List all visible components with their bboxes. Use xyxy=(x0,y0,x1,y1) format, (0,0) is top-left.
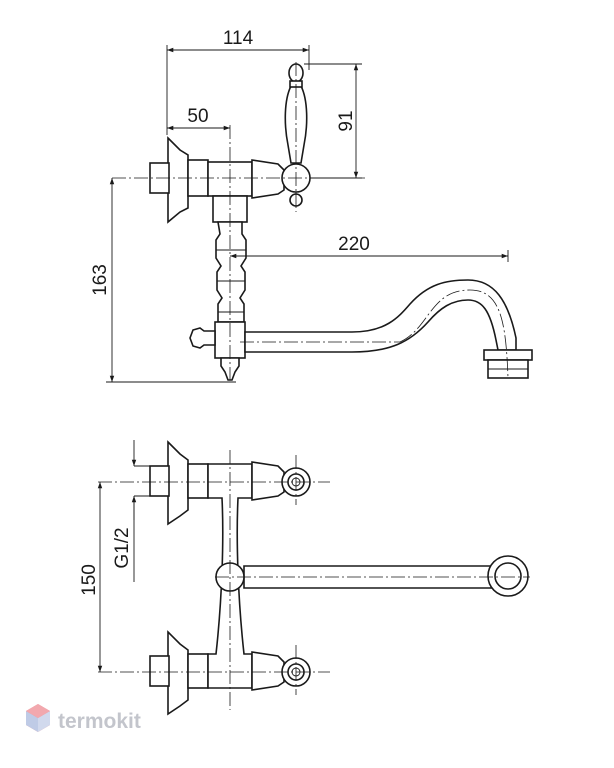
spout-pipe xyxy=(244,279,517,353)
dimension-150: 150 xyxy=(79,564,100,596)
dimension-50: 50 xyxy=(187,106,208,127)
wall-flange xyxy=(167,136,189,224)
decorative-column xyxy=(215,221,247,323)
dimension-114: 114 xyxy=(223,28,254,49)
lower-hex-nut xyxy=(187,653,209,689)
diverter-knob xyxy=(189,327,216,349)
front-view: G1/2 150 xyxy=(79,440,530,716)
upper-wall-flange xyxy=(167,440,189,526)
dimension-91: 91 xyxy=(336,110,357,131)
lower-wall-nut xyxy=(149,655,170,687)
spout-end-inner xyxy=(494,562,522,590)
lower-cartridge-bonnet xyxy=(251,651,285,691)
aerator xyxy=(483,349,533,361)
dimension-220: 220 xyxy=(338,234,370,255)
lower-wall-flange xyxy=(167,630,189,716)
cartridge-bonnet xyxy=(251,159,285,199)
side-view: 114 50 91 220 163 xyxy=(90,28,533,383)
thread-size-label: G1/2 xyxy=(112,527,133,568)
upper-cartridge-bonnet xyxy=(251,461,285,501)
termokit-logo-icon xyxy=(26,704,50,732)
watermark-brand: termokit xyxy=(58,710,141,733)
upper-wall-nut xyxy=(149,465,170,497)
watermark: termokit xyxy=(26,704,141,733)
dimension-163: 163 xyxy=(90,264,111,296)
upper-hex-nut xyxy=(187,463,209,499)
